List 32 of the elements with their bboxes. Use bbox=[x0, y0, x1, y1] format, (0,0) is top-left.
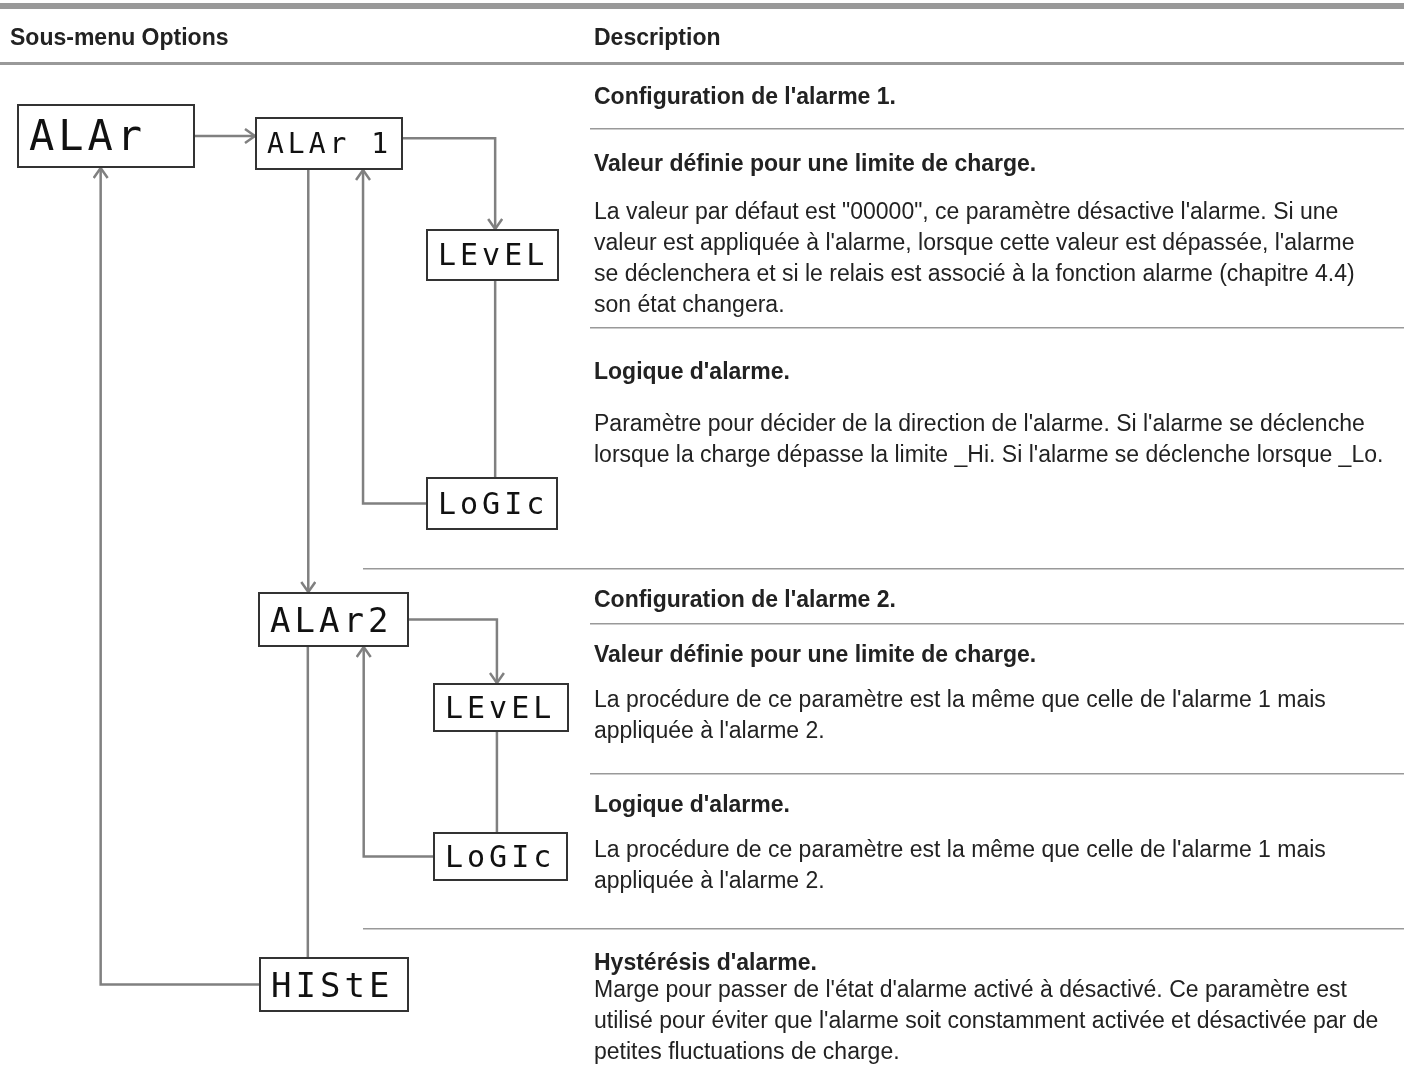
segment-display: LEvEL bbox=[426, 229, 559, 281]
section-heading: Valeur définie pour une limite de charge. bbox=[594, 640, 1038, 669]
column-header: Description bbox=[594, 23, 722, 52]
segment-display: ALAr 1 bbox=[255, 117, 403, 170]
arrow bbox=[300, 170, 317, 594]
connector-line bbox=[495, 732, 499, 832]
connector-line bbox=[306, 647, 310, 957]
segment-display: ALAr bbox=[17, 104, 195, 168]
section-heading: Logique d'alarme. bbox=[594, 357, 791, 386]
connector-line bbox=[493, 281, 497, 477]
description-text: Marge pour passer de l'état d'alarme activé à désactivé. Ce paramètre est utilisé pour éviter que l'alarme soit constamment activée et désactivée par de petites fluctuations de charge. bbox=[594, 975, 1380, 1066]
column-header: Sous-menu Options bbox=[10, 23, 230, 52]
description-text: La valeur par défaut est "00000", ce paramètre désactive l'alarme. Si une valeur est appliquée à l'alarme, lorsque cette valeur est dépassée, l'alarme se déclenchera et si le relais est associé à la fonction alarme (chapitre 4.4) son état changera. bbox=[594, 197, 1356, 319]
section-heading: Configuration de l'alarme 2. bbox=[594, 585, 897, 614]
segment-display: HIStE bbox=[259, 957, 409, 1012]
section-heading: Hystérésis d'alarme. bbox=[594, 948, 818, 977]
arrow bbox=[355, 645, 433, 858]
description-text: La procédure de ce paramètre est la même que celle de l'alarme 1 mais appliquée à l'alarme 2. bbox=[594, 835, 1327, 895]
segment-display: LEvEL bbox=[433, 683, 569, 732]
arrow bbox=[92, 166, 259, 986]
arrow bbox=[409, 618, 506, 685]
description-text: La procédure de ce paramètre est la même que celle de l'alarme 1 mais appliquée à l'alarme 2. bbox=[594, 685, 1327, 745]
section-heading: Valeur définie pour une limite de charge. bbox=[594, 149, 1038, 178]
section-heading: Logique d'alarme. bbox=[594, 790, 791, 819]
section-heading: Configuration de l'alarme 1. bbox=[594, 82, 897, 111]
arrow bbox=[403, 136, 504, 231]
segment-display: LoGIc bbox=[433, 832, 568, 881]
segment-display: LoGIc bbox=[426, 477, 558, 530]
description-text: Paramètre pour décider de la direction de l'alarme. Si l'alarme se déclenche lorsque la charge dépasse la limite _Hi. Si l'alarme se déclenche lorsque _Lo. bbox=[594, 409, 1384, 469]
arrow bbox=[195, 127, 257, 145]
segment-display: ALAr2 bbox=[258, 592, 409, 647]
arrow bbox=[354, 168, 426, 505]
